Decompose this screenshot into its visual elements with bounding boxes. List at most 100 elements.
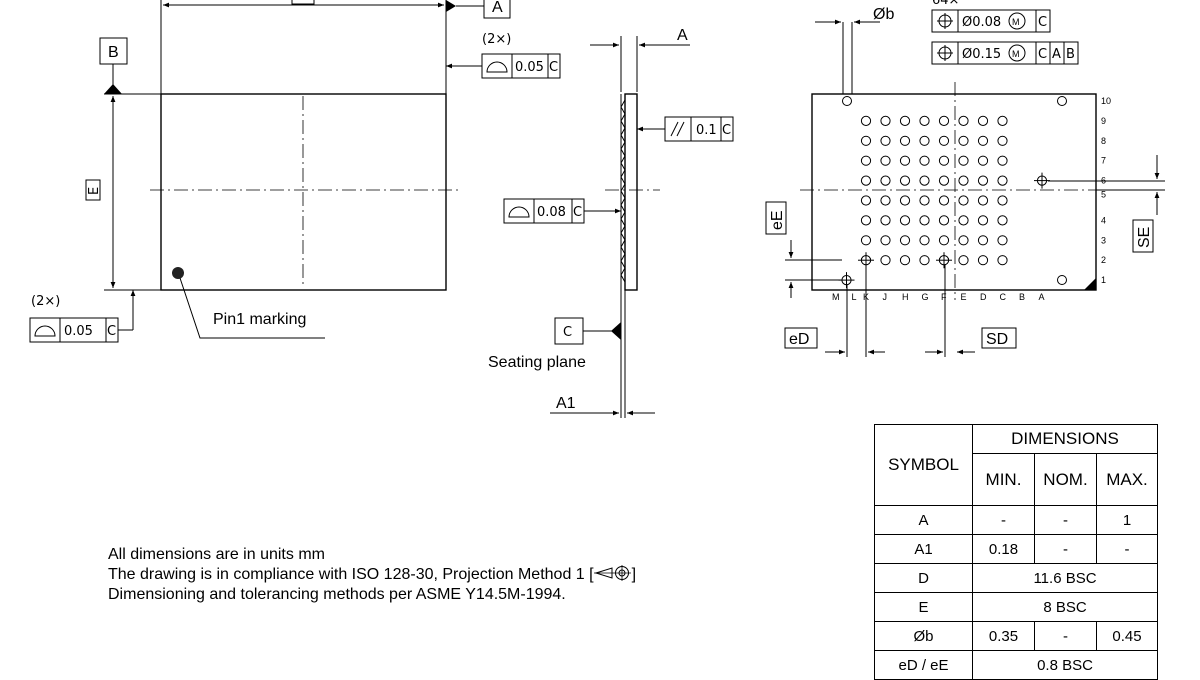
solder-ball <box>860 215 872 226</box>
solder-ball <box>977 155 989 166</box>
dim-e-label: E <box>87 187 102 195</box>
cell-min: - <box>972 505 1035 535</box>
dim-a1-label: A1 <box>556 395 576 412</box>
svg-text:0.08: 0.08 <box>537 205 566 220</box>
fcf-flatness-top: 0.05 C <box>481 53 561 79</box>
solder-ball <box>997 195 1008 206</box>
solder-ball <box>938 195 950 206</box>
solder-ball <box>880 255 891 266</box>
svg-text:C: C <box>1038 47 1047 62</box>
svg-text:C: C <box>722 123 731 138</box>
solder-ball <box>860 155 872 166</box>
svg-text:C: C <box>107 324 116 339</box>
dim-e-box <box>85 179 101 201</box>
cell-min: 0.35 <box>972 621 1035 651</box>
cell-symbol: E <box>874 592 973 622</box>
column-label: D <box>980 292 987 302</box>
solder-ball <box>899 175 911 186</box>
solder-ball <box>938 135 950 146</box>
table-row: eD / eE 0.8 BSC <box>874 650 1158 680</box>
solder-ball <box>919 115 930 127</box>
solder-ball <box>938 235 950 246</box>
cell-symbol: A <box>874 505 973 535</box>
row-label: 1 <box>1101 275 1106 285</box>
column-label: A <box>1039 292 1045 302</box>
solder-ball <box>919 235 930 246</box>
solder-ball <box>977 235 989 246</box>
row-label: 9 <box>1101 116 1106 126</box>
solder-ball <box>880 195 891 206</box>
solder-ball <box>899 235 911 246</box>
package-outline-bottom <box>811 93 1097 291</box>
note-units: All dimensions are in units mm <box>108 546 325 563</box>
solder-ball <box>997 175 1008 186</box>
solder-ball <box>997 215 1008 226</box>
solder-ball <box>919 255 930 266</box>
svg-text:A: A <box>1052 47 1061 62</box>
svg-text:0.1: 0.1 <box>696 123 717 138</box>
dim-phib-label: Øb <box>873 6 894 23</box>
cell-span: 8 BSC <box>972 592 1158 622</box>
solder-ball <box>977 255 989 266</box>
cell-symbol: D <box>874 563 973 593</box>
pin1-label: Pin1 marking <box>213 311 306 328</box>
datum-a-triangle <box>446 0 456 12</box>
solder-ball <box>958 195 969 206</box>
dim-sd-label: SD <box>986 331 1008 348</box>
svg-text:M: M <box>1012 17 1020 27</box>
solder-ball <box>958 135 969 146</box>
solder-ball <box>899 115 911 127</box>
solder-ball <box>997 255 1008 266</box>
fcf-flatness-left: 0.05 C <box>29 317 119 343</box>
cell-span: 0.8 BSC <box>972 650 1158 680</box>
solder-ball <box>958 175 969 186</box>
cell-span: 11.6 BSC <box>972 563 1158 593</box>
ball-grid <box>838 115 1050 289</box>
solder-ball <box>880 215 891 226</box>
svg-text:C: C <box>549 60 558 75</box>
solder-ball <box>860 175 872 186</box>
svg-text:C: C <box>573 205 582 220</box>
solder-ball <box>958 155 969 166</box>
solder-ball <box>919 175 930 186</box>
table-row: A - - 1 <box>874 505 1158 535</box>
pin1-leader <box>179 277 325 339</box>
solder-ball <box>977 115 989 127</box>
dim-d-box <box>291 0 315 5</box>
solder-ball <box>958 255 969 266</box>
solder-ball <box>958 235 969 246</box>
cell-symbol: A1 <box>874 534 973 564</box>
column-label: L <box>852 292 857 302</box>
drawing-notes: All dimensions are in units mm The drawi… <box>108 545 636 605</box>
svg-text:M: M <box>1012 49 1020 59</box>
dim-se-box <box>1132 219 1154 253</box>
solder-ball <box>919 195 930 206</box>
solder-ball <box>880 155 891 166</box>
solder-ball <box>997 235 1008 246</box>
svg-text:C: C <box>1038 15 1047 30</box>
solder-ball <box>899 215 911 226</box>
svg-text:0.05: 0.05 <box>64 324 93 339</box>
solder-ball <box>880 135 891 146</box>
fcf-position-2: Ø0.15 M C A B <box>931 41 1079 65</box>
top-view: Pin1 marking A (2×) 0.05 C B <box>29 0 561 343</box>
package-outline-top <box>160 93 447 291</box>
cell-max: 1 <box>1096 505 1158 535</box>
seating-plane-label: Seating plane <box>488 354 586 371</box>
svg-text:Ø0.15: Ø0.15 <box>962 47 1001 62</box>
cell-min: 0.18 <box>972 534 1035 564</box>
solder-ball <box>880 115 891 127</box>
cell-max: 0.45 <box>1096 621 1158 651</box>
row-label: 5 <box>1101 190 1106 200</box>
solder-ball <box>958 215 969 226</box>
datum-a-box <box>483 0 511 19</box>
solder-ball <box>860 115 872 127</box>
row-label: 2 <box>1101 255 1106 265</box>
table-row: E 8 BSC <box>874 592 1158 622</box>
column-label: G <box>922 292 929 302</box>
solder-ball <box>899 195 911 206</box>
